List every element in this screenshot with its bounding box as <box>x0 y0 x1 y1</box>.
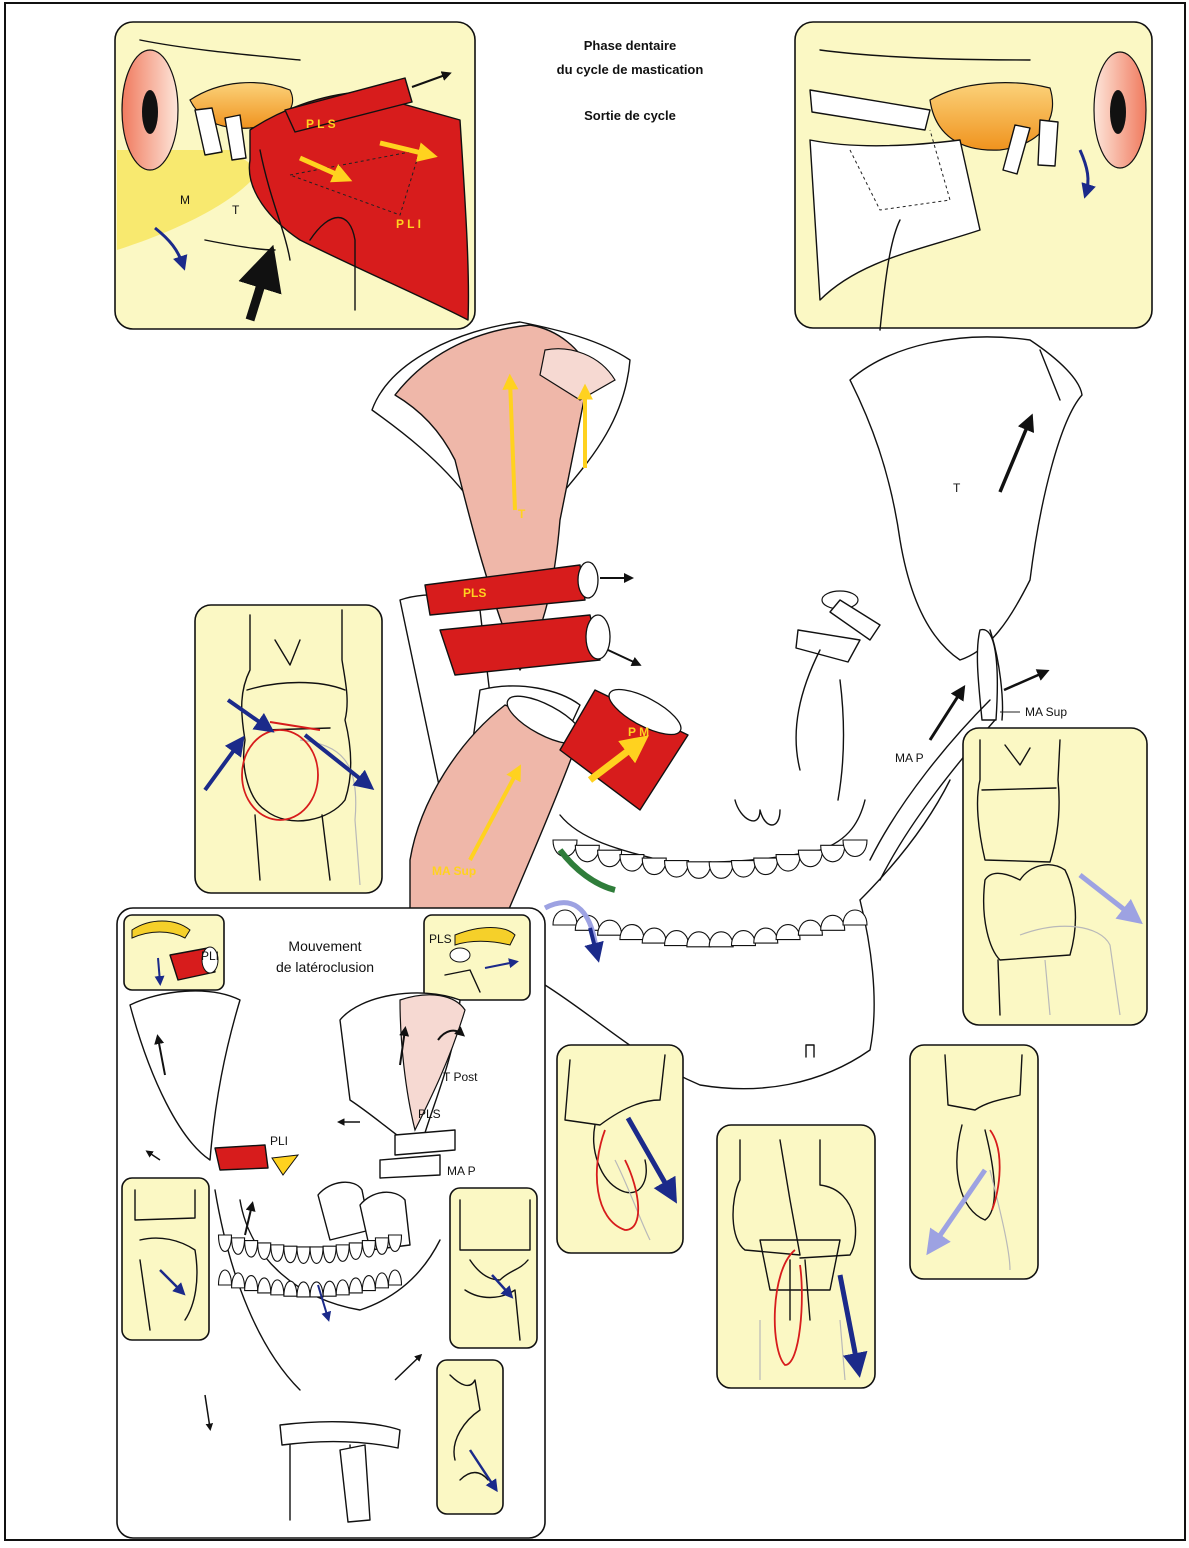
lower-tooth <box>620 925 644 940</box>
upper-tooth <box>642 858 666 875</box>
latero-icon-right: PLS <box>424 915 530 1000</box>
lower-tooth <box>821 915 845 930</box>
diagram-title: Phase dentaire du cycle de mastication S… <box>557 38 704 123</box>
lower-tooth <box>754 928 778 943</box>
latero-pls: PLS <box>418 1107 441 1121</box>
inset-bottom-1 <box>557 1045 683 1253</box>
label-pm: P M <box>628 725 649 739</box>
latero-inset-right <box>450 1188 537 1348</box>
lower-tooth <box>776 925 800 940</box>
lower-tooth <box>687 932 711 947</box>
latero-pli: PLI <box>270 1134 288 1148</box>
title-line-2: du cycle de mastication <box>557 62 704 77</box>
inset-label-pli: P L I <box>396 217 421 231</box>
upper-tooth <box>709 862 733 879</box>
upper-tooth <box>754 858 778 875</box>
inset-bottom-3 <box>910 1045 1038 1279</box>
label-ma-sup-yellow: MA Sup <box>432 864 476 878</box>
label-pls-main: PLS <box>463 586 486 600</box>
latero-t-post: T Post <box>443 1070 478 1084</box>
upper-tooth <box>575 845 599 862</box>
latero-icon-left: PLI <box>124 915 224 990</box>
inset-left-middle <box>195 605 382 893</box>
inset-label-m: M <box>180 193 190 207</box>
label-ma-sup: MA Sup <box>1025 705 1067 719</box>
latero-ma-p: MA P <box>447 1164 476 1178</box>
upper-tooth <box>731 861 755 878</box>
upper-tooth <box>620 855 644 872</box>
latero-icon-pli: PLI <box>201 949 219 963</box>
lower-tooth <box>731 931 755 946</box>
inset-right-middle <box>963 728 1147 1025</box>
latero-icon-pls: PLS <box>429 932 452 946</box>
upper-tooth <box>821 845 845 862</box>
lower-tooth <box>665 931 689 946</box>
latero-inset-left <box>122 1178 209 1340</box>
lateroclusion-panel: Mouvement de latéroclusion PLI PLS T Pos… <box>117 908 545 1538</box>
title-line-3: Sortie de cycle <box>584 108 676 123</box>
upper-tooth <box>798 850 822 867</box>
upper-tooth <box>776 855 800 872</box>
lower-tooth <box>553 910 577 925</box>
main-left-skull: T PLS MA Sup P M <box>372 322 688 930</box>
latero-title-2: de latéroclusion <box>276 959 374 975</box>
title-line-1: Phase dentaire <box>584 38 677 53</box>
inset-top-right <box>795 22 1152 330</box>
lower-tooth <box>642 928 666 943</box>
latero-inset-bottom <box>437 1360 503 1514</box>
inset-label-pls: P L S <box>306 117 336 131</box>
upper-tooth <box>665 861 689 878</box>
lower-tooth <box>798 920 822 935</box>
lower-tooth <box>598 920 622 935</box>
ear-canal <box>142 90 158 134</box>
label-t-left: T <box>518 507 526 521</box>
upper-tooth <box>843 840 867 857</box>
latero-title-1: Mouvement <box>288 938 361 954</box>
inset-bottom-2 <box>717 1125 875 1388</box>
upper-tooth <box>687 862 711 879</box>
inset-top-left: P L S P L I M T <box>115 22 475 329</box>
inset-label-t: T <box>232 203 240 217</box>
teeth-row <box>553 840 867 947</box>
upper-tooth <box>598 850 622 867</box>
label-ma-p: MA P <box>895 751 924 765</box>
lower-tooth <box>709 932 733 947</box>
label-t-right: T <box>953 481 961 495</box>
